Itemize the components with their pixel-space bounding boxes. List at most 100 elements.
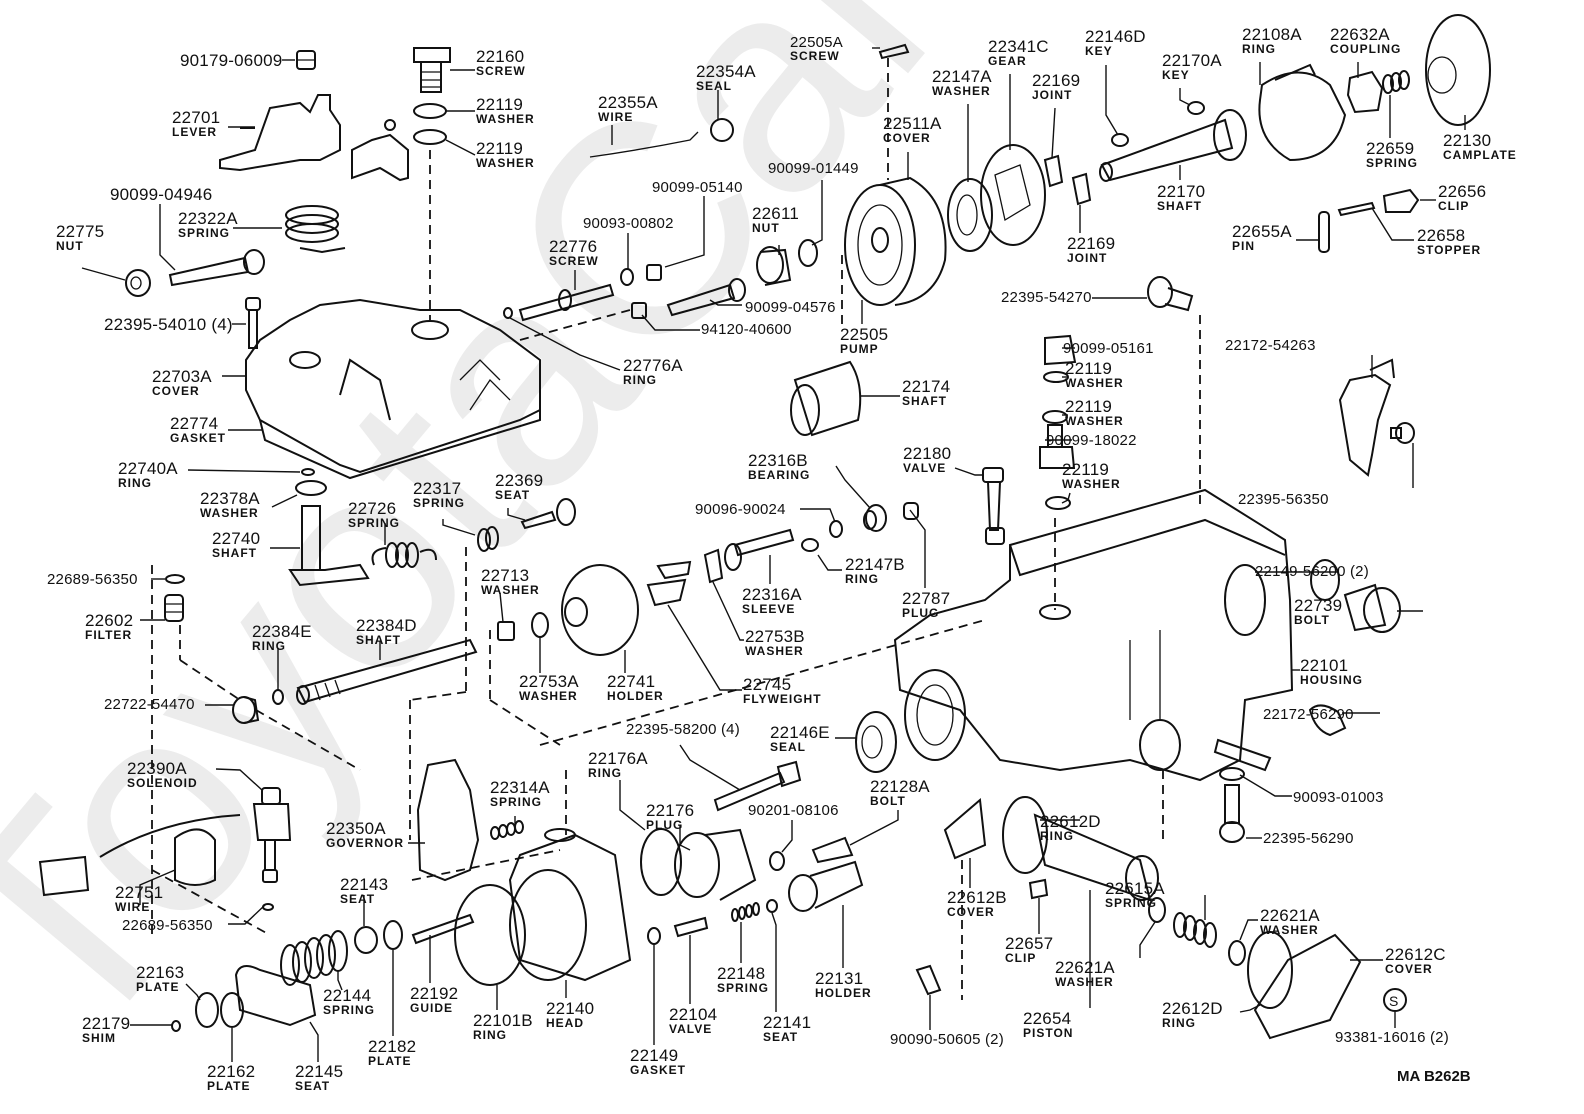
label-22689-56350-a: 22689-56350 [47,572,138,587]
part-name: SPRING [413,496,466,510]
part-seat-22369 [520,498,576,530]
part-name: JOINT [1032,88,1073,102]
part-number: 22170 [1157,182,1206,201]
part-washer-90093-00802 [620,268,634,286]
part-screw-22776 [518,283,615,322]
part-sleeve-22316a [724,528,795,571]
part-guide-22192 [411,913,475,945]
part-name: SEAT [295,1079,331,1093]
part-number: 22143 [340,875,389,894]
part-name: PLUG [646,818,684,832]
part-number: 22621A [1055,958,1115,977]
part-name: HOLDER [815,986,872,1000]
part-number: 22753A [519,672,579,691]
part-number: 90179-06009 [180,51,283,70]
part-spring-22148 [731,902,760,922]
part-head-22140 [508,828,632,982]
part-name: PIN [1232,239,1256,253]
part-cover-22612b [943,798,987,860]
part-name: SCREW [549,254,599,268]
part-key-22170a [1187,101,1205,115]
part-name: NUT [56,239,84,253]
part-washer-90201-08106 [769,851,785,871]
part-bolt-22739 [1343,583,1401,633]
part-number: 22147A [932,67,992,86]
part-name: CAMPLATE [1443,148,1517,162]
part-name: RING [1242,42,1276,56]
part-name: WASHER [1065,414,1124,428]
part-number: 90093-00802 [583,215,674,232]
part-name: WASHER [476,112,535,126]
part-number: 22740 [212,529,261,548]
part-name: RING [588,766,622,780]
part-number: 22108A [1242,25,1302,44]
part-number: 90093-01003 [1293,789,1384,806]
part-number: 22689-56350 [122,917,213,934]
part-number: 22176 [646,801,695,820]
part-flyweight-22745 [646,560,692,607]
part-name: RING [1162,1016,1196,1030]
part-number: 22141 [763,1013,812,1032]
part-ring-22101b [454,884,526,986]
part-number: 22104 [669,1005,718,1024]
part-joint-22169-a [1043,154,1064,188]
part-shaft-22174 [790,360,862,437]
part-number: 22722-54470 [104,696,195,713]
part-ring-22147b [801,538,819,552]
label-22395-54270: 22395-54270 [1001,290,1092,305]
part-lever-22701 [219,94,409,182]
part-number: 90099-18022 [1046,432,1137,449]
part-number: 22659 [1366,139,1415,158]
part-plug-22787 [903,502,919,520]
label-90090-50605: 90090-50605 (2) [890,1032,1004,1047]
label-90093-01003: 90093-01003 [1293,790,1384,805]
label-22172-56290: 22172-56290 [1263,707,1354,722]
part-name: SHAFT [356,633,401,647]
part-cover-22612c [1253,933,1362,1040]
label-22395-56350: 22395-56350 [1238,492,1329,507]
part-number: 22144 [323,986,372,1005]
part-joint-22169-b [1071,172,1092,206]
part-number: 22316A [742,585,802,604]
part-washer-90093-01003 [1219,767,1245,781]
part-piston-22654 [1033,813,1159,902]
part-plate-under-housing [1213,738,1272,772]
part-pump-22505 [844,176,947,306]
part-shaft-22384d [296,638,478,705]
part-number: 90090-50605 (2) [890,1031,1004,1048]
part-number: 22713 [481,566,530,585]
part-seat-22145 [234,965,317,1027]
part-oring-22689-56350 [165,574,185,584]
part-name: CLIP [1005,951,1037,965]
part-number: 22739 [1294,596,1343,615]
part-number: 22745 [743,675,792,694]
part-spring-22615a [1173,912,1217,948]
part-number: 22350A [326,819,386,838]
part-plug-22176 [674,828,757,901]
part-number: 22119 [1062,460,1110,479]
part-number: 22612B [947,888,1007,907]
part-coupling-22632a [1346,70,1384,114]
label-90099-05140: 90099-05140 [652,180,743,195]
part-number: 22101B [473,1011,533,1030]
